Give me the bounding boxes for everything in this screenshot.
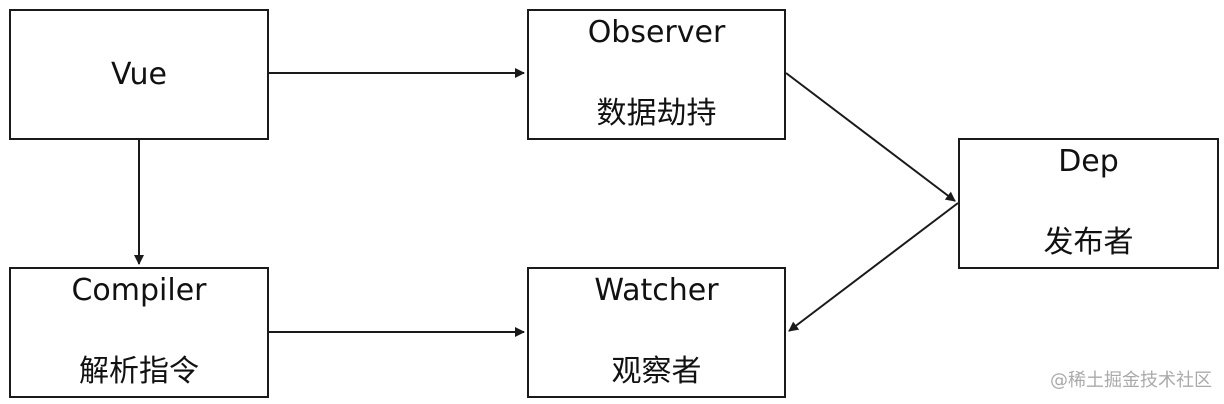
node-compiler-subtitle: 解析指令 [79, 354, 199, 389]
node-vue-title: Vue [111, 57, 167, 92]
node-observer-subtitle: 数据劫持 [596, 96, 717, 131]
node-watcher-subtitle: 观察者 [611, 354, 702, 389]
node-compiler-title: Compiler [71, 273, 207, 308]
node-watcher-title: Watcher [594, 273, 719, 308]
node-compiler: Compiler 解析指令 [9, 267, 269, 398]
node-dep-subtitle: 发布者 [1043, 225, 1134, 260]
node-vue: Vue [9, 9, 269, 140]
node-observer-title: Observer [587, 15, 726, 50]
edge-dep-to-watcher [788, 202, 959, 332]
node-dep: Dep 发布者 [958, 138, 1219, 269]
node-observer: Observer 数据劫持 [527, 9, 786, 140]
node-watcher: Watcher 观察者 [527, 267, 786, 398]
edge-observer-to-dep [785, 72, 956, 202]
node-dep-title: Dep [1058, 144, 1119, 179]
watermark: @稀土掘金技术社区 [1050, 370, 1212, 391]
